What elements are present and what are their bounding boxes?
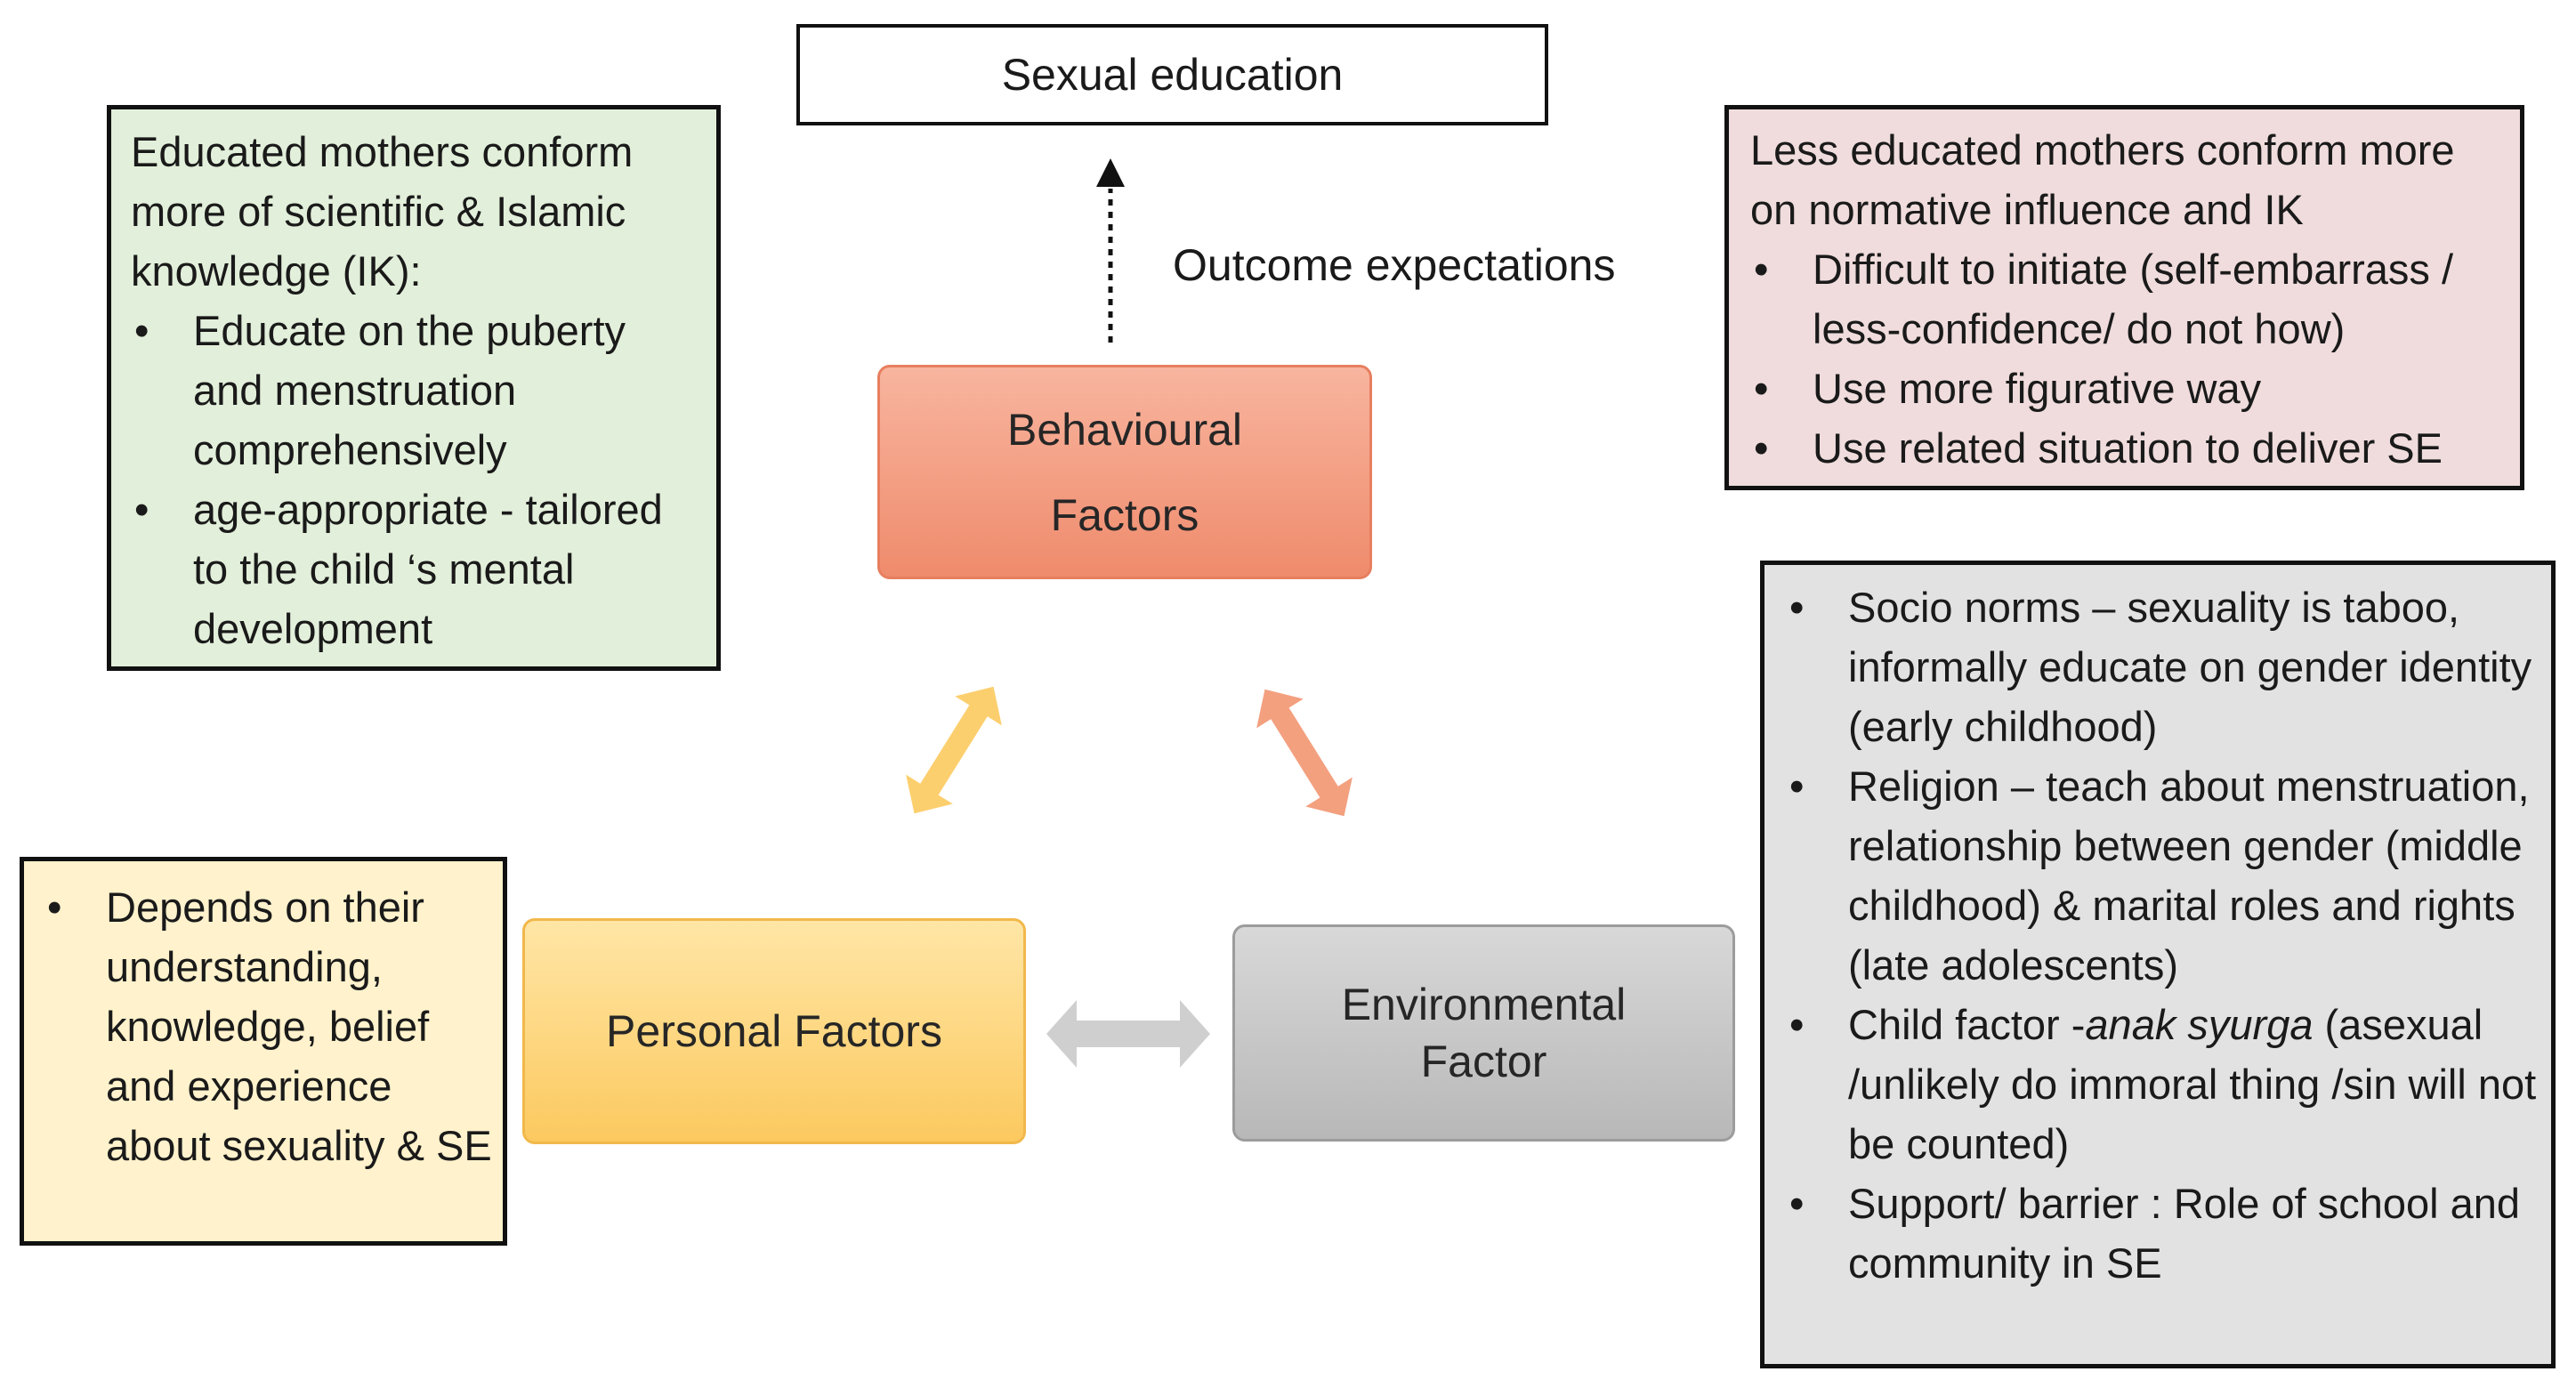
list-item: Support/ barrier : Role of school and co… <box>1786 1174 2542 1293</box>
educated-mothers-box: Educated mothers conform more of scienti… <box>107 105 721 671</box>
list-item: Religion – teach about menstruation, rel… <box>1786 756 2542 995</box>
less-educated-mothers-list: Difficult to initiate (self-embarrass / … <box>1750 239 2507 478</box>
personal-notes-box: Depends on their understanding, knowledg… <box>20 857 507 1246</box>
child-factor-prefix: Child factor - <box>1848 1001 2086 1048</box>
behavioural-line-2: Factors <box>1050 489 1199 540</box>
less-educated-mothers-box: Less educated mothers conform more on no… <box>1724 105 2524 490</box>
personal-behavioural-arrow <box>906 686 1002 814</box>
sexual-education-label: Sexual education <box>1001 50 1344 100</box>
child-factor-suffix: (asexual /unlikely do immoral thing /sin… <box>1848 1001 2537 1167</box>
behavioural-environmental-arrow <box>1256 689 1353 817</box>
child-factor-term: anak syurga <box>2085 1001 2314 1048</box>
personal-environmental-arrow <box>1046 1000 1210 1068</box>
behavioural-factors-node: Behavioural Factors <box>877 365 1372 579</box>
list-item: Depends on their understanding, knowledg… <box>44 877 492 1175</box>
list-item: Difficult to initiate (self-embarrass / … <box>1750 239 2507 359</box>
educated-mothers-list: Educate on the puberty and menstruation … <box>131 301 699 658</box>
list-item: Use more figurative way <box>1750 359 2507 418</box>
educated-mothers-heading: Educated mothers conform more of scienti… <box>131 128 634 295</box>
behavioural-line-1: Behavioural <box>1006 404 1243 455</box>
environmental-line-2: Factor <box>1420 1037 1547 1086</box>
list-item: age-appropriate - tailored to the child … <box>131 480 699 658</box>
personal-factors-node: Personal Factors <box>522 918 1026 1144</box>
outcome-arrowhead <box>1096 158 1125 187</box>
outcome-expectations-label: Outcome expectations <box>1173 240 1616 290</box>
list-item: Socio norms – sexuality is taboo, inform… <box>1786 577 2542 756</box>
environmental-notes-list: Socio norms – sexuality is taboo, inform… <box>1786 577 2542 1293</box>
personal-factors-label: Personal Factors <box>606 1006 942 1056</box>
environmental-factor-node: Environmental Factor <box>1232 924 1735 1142</box>
list-item: Use related situation to deliver SE <box>1750 418 2507 478</box>
less-educated-mothers-heading: Less educated mothers conform more on no… <box>1750 126 2455 233</box>
list-item: Educate on the puberty and menstruation … <box>131 301 699 480</box>
personal-notes-list: Depends on their understanding, knowledg… <box>44 877 492 1175</box>
environmental-line-1: Environmental <box>1341 980 1627 1029</box>
environmental-notes-box: Socio norms – sexuality is taboo, inform… <box>1760 561 2556 1368</box>
list-item-child-factor: Child factor -anak syurga (asexual /unli… <box>1786 995 2542 1174</box>
sexual-education-box: Sexual education <box>796 24 1548 125</box>
